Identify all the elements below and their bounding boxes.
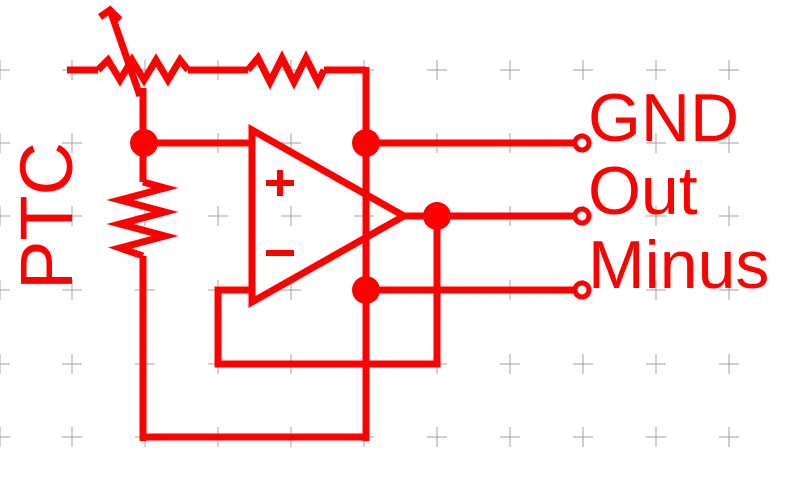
label-gnd: GND [588,80,739,156]
label-ptc: PTC [5,142,88,290]
variable-resistor-arrowhead [97,5,123,23]
variable-resistor [95,53,191,87]
label-minus: Minus [588,227,769,303]
junctions [130,129,451,304]
junction-dot-minus [352,276,380,304]
op-amp-body [248,123,412,309]
junction-dot-output [423,202,451,230]
wire-feedback-loop [214,216,441,368]
ptc-resistor [106,178,179,260]
label-out: Out [588,153,698,229]
terminals [572,133,592,300]
op-amp-signs [266,170,294,256]
fixed-resistor [245,50,328,90]
terminal-out [572,206,592,226]
junction-dot-ptc-plus [130,129,158,157]
terminal-gnd [572,133,592,153]
variable-resistor-arrow [106,8,144,98]
terminal-minus [572,280,592,300]
junction-dot-gnd [352,129,380,157]
